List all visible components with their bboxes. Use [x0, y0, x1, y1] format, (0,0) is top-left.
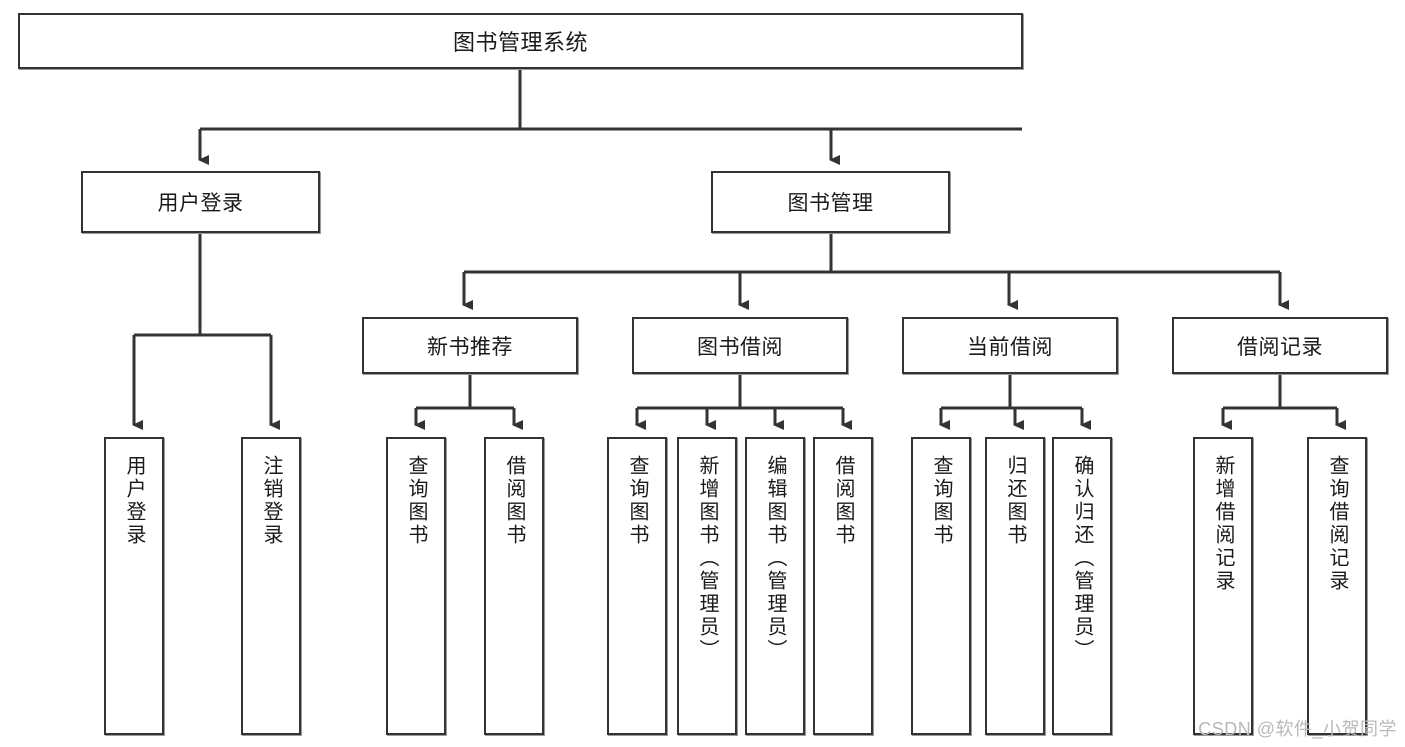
node-label: 确认归还（管理员） [1071, 455, 1093, 662]
node-label: 新增图书（管理员） [696, 455, 718, 662]
leaf-edit-book-admin[interactable]: 编辑图书（管理员） [745, 437, 805, 735]
node-label: 新增借阅记录 [1212, 455, 1234, 593]
leaf-query-borrow-record[interactable]: 查询借阅记录 [1307, 437, 1367, 735]
node-label: 用户登录 [123, 455, 145, 547]
leaf-add-book-admin[interactable]: 新增图书（管理员） [677, 437, 737, 735]
node-label: 查询图书 [405, 455, 427, 547]
leaf-user-login[interactable]: 用户登录 [104, 437, 164, 735]
node-book-borrow[interactable]: 图书借阅 [632, 317, 848, 374]
leaf-add-borrow-record[interactable]: 新增借阅记录 [1193, 437, 1253, 735]
node-new-book-recommend[interactable]: 新书推荐 [362, 317, 578, 374]
node-label: 图书管理 [787, 192, 874, 215]
node-label: 借阅记录 [1237, 335, 1323, 359]
node-label: 查询图书 [626, 455, 648, 547]
leaf-logout[interactable]: 注销登录 [241, 437, 301, 735]
leaf-query-book-current[interactable]: 查询图书 [911, 437, 971, 735]
node-root[interactable]: 图书管理系统 [18, 13, 1023, 69]
leaf-query-book-recommend[interactable]: 查询图书 [386, 437, 446, 735]
node-label: 借阅图书 [832, 455, 854, 547]
node-label: 新书推荐 [427, 335, 513, 359]
node-label: 编辑图书（管理员） [764, 455, 786, 662]
node-user-login-group[interactable]: 用户登录 [81, 171, 320, 233]
node-label: 归还图书 [1004, 455, 1026, 547]
node-label: 图书借阅 [697, 335, 783, 359]
leaf-borrow-book-recommend[interactable]: 借阅图书 [484, 437, 544, 735]
leaf-borrow-book[interactable]: 借阅图书 [813, 437, 873, 735]
node-label: 图书管理系统 [452, 30, 588, 55]
node-label: 用户登录 [157, 192, 244, 215]
node-book-management-group[interactable]: 图书管理 [711, 171, 950, 233]
node-borrow-record[interactable]: 借阅记录 [1172, 317, 1388, 374]
node-label: 借阅图书 [503, 455, 525, 547]
leaf-return-book[interactable]: 归还图书 [985, 437, 1045, 735]
node-label: 查询图书 [930, 455, 952, 547]
leaf-query-book-borrow[interactable]: 查询图书 [607, 437, 667, 735]
watermark-text: CSDN @软件_小贺同学 [1198, 719, 1397, 739]
node-label: 注销登录 [260, 455, 282, 547]
node-label: 查询借阅记录 [1326, 455, 1348, 593]
node-current-borrow[interactable]: 当前借阅 [902, 317, 1118, 374]
node-label: 当前借阅 [967, 335, 1053, 359]
leaf-confirm-return-admin[interactable]: 确认归还（管理员） [1052, 437, 1112, 735]
